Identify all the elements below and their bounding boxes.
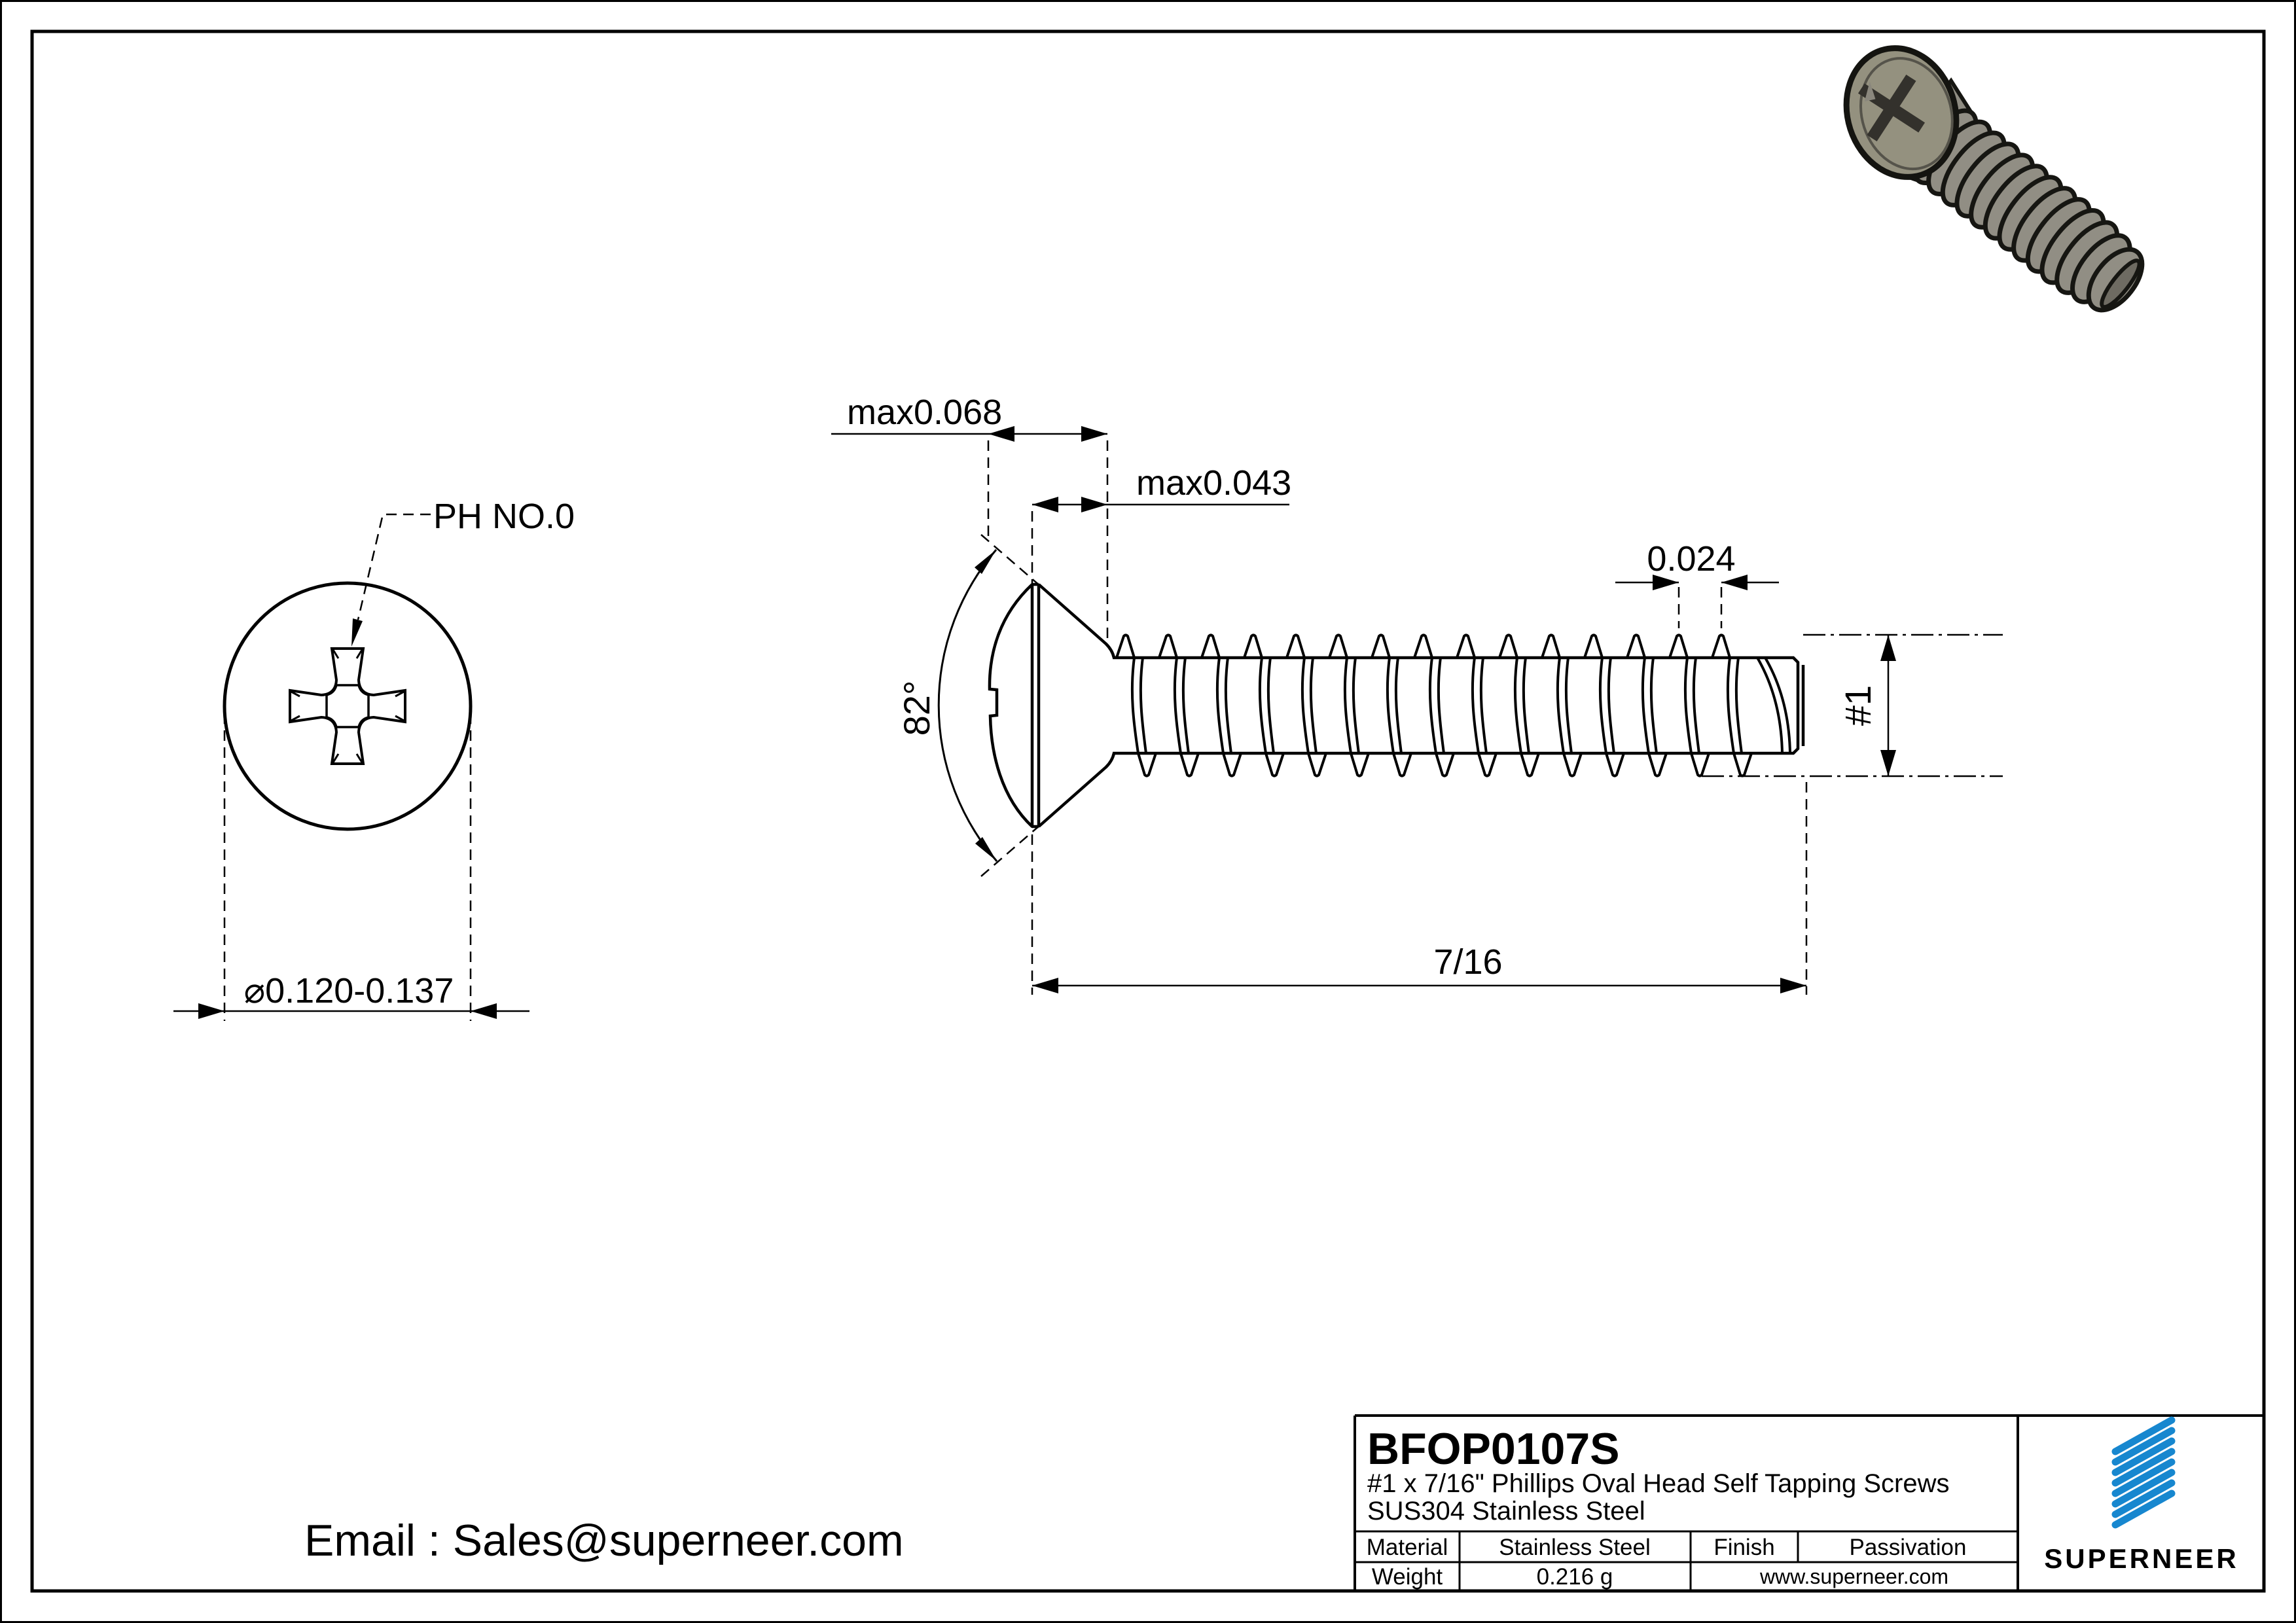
title-block-lines: [1354, 1414, 2263, 1591]
finish-label: Finish: [1713, 1535, 1774, 1560]
cone-height-label: max0.043: [1136, 463, 1291, 503]
head-outline-circle: [223, 581, 473, 831]
arrowhead: [1880, 750, 1896, 776]
email-line: Email : Sales@superneer.com: [304, 1516, 904, 1565]
title-block: BFOP0107S #1 x 7/16" Phillips Oval Head …: [1354, 1414, 2263, 1591]
recess-label: PH NO.0: [433, 497, 575, 536]
description-line2: SUS304 Stainless Steel: [1367, 1497, 1645, 1525]
cone-and-shank-outline: [1037, 583, 1800, 828]
head-height-label: max0.068: [847, 393, 1002, 432]
extension-lines: [223, 713, 472, 1021]
screw-head-profile: [988, 582, 1805, 829]
length-label: 7/16: [1433, 942, 1502, 982]
logo-stripe: [2111, 1489, 2176, 1529]
thread-profile: [1115, 633, 1753, 777]
screw-3d-phillips-cross: [1857, 74, 1926, 142]
pitch-label: 0.024: [1647, 539, 1735, 579]
arrowhead: [975, 550, 996, 574]
oval-dome-curve: [988, 583, 1033, 828]
thread-teeth-path: [1115, 633, 1753, 777]
head-angle-dimension: 82°: [896, 549, 998, 862]
material-value: Stainless Steel: [1499, 1535, 1651, 1560]
angle-label: 82°: [896, 681, 937, 736]
phillips-tip-chamfers: [291, 649, 404, 763]
front-view-head: [223, 581, 473, 831]
head-rim-lines: [1030, 582, 1041, 829]
arrowhead: [1032, 978, 1058, 993]
brand-name: SUPERNEER: [2044, 1543, 2238, 1574]
weight-label: Weight: [1372, 1564, 1443, 1590]
recess-callout: PH NO.0: [351, 497, 575, 647]
logo-stripe: [2111, 1458, 2176, 1497]
arrowhead: [198, 1003, 224, 1019]
website-link[interactable]: www.superneer.com: [1759, 1565, 1948, 1588]
head-height-dimension: max0.068: [831, 393, 1107, 442]
arrowhead: [988, 426, 1014, 442]
material-label: Material: [1367, 1535, 1448, 1560]
arrowhead: [1880, 635, 1896, 661]
arrowhead: [1081, 426, 1107, 442]
arrowhead: [1081, 497, 1107, 512]
brand-logo: SUPERNEER: [2044, 1416, 2238, 1574]
centerline-extensions: [1702, 633, 2003, 777]
cone-height-dimension: max0.043: [1032, 463, 1291, 512]
phillips-recess-inner-web: [325, 684, 370, 728]
arrowhead: [1721, 575, 1748, 590]
description-line1: #1 x 7/16" Phillips Oval Head Self Tappi…: [1367, 1469, 1950, 1498]
screw-3d-tip: [2100, 259, 2142, 310]
logo-hatch-icon: [2111, 1416, 2176, 1529]
logo-stripe: [2111, 1448, 2176, 1487]
major-diameter-dimension: #1: [1837, 635, 1896, 776]
pitch-dimension: 0.024: [1615, 539, 1779, 590]
screw-3d-head-rim: [1859, 57, 1954, 171]
angle-arc: [937, 549, 998, 862]
arrowhead: [1780, 978, 1806, 993]
arrowhead: [975, 837, 997, 861]
arrowhead: [1653, 575, 1679, 590]
logo-stripe: [2111, 1416, 2176, 1455]
screw-3d-render: [1843, 45, 2145, 313]
leader-line: [357, 513, 431, 620]
logo-stripe: [2111, 1479, 2176, 1518]
side-view-screw: 82° max0.068 max0.043 0.024: [831, 393, 2003, 995]
logo-stripe: [2111, 1469, 2176, 1508]
logo-stripe: [2111, 1437, 2176, 1476]
drawing-frame: [30, 29, 2266, 1593]
length-dimension: 7/16: [1032, 942, 1806, 993]
arrowhead: [1032, 497, 1058, 512]
logo-stripe: [2111, 1427, 2176, 1466]
part-number: BFOP0107S: [1367, 1424, 1620, 1474]
leader-arrowhead: [351, 618, 363, 647]
size-label: #1: [1837, 685, 1878, 726]
diameter-label: ⌀0.120-0.137: [244, 971, 454, 1010]
finish-value: Passivation: [1850, 1535, 1967, 1560]
arrowhead: [471, 1003, 497, 1019]
weight-value: 0.216 g: [1537, 1564, 1613, 1590]
thread-runout: [1756, 656, 1791, 754]
head-diameter-dimension: ⌀0.120-0.137: [173, 713, 529, 1021]
